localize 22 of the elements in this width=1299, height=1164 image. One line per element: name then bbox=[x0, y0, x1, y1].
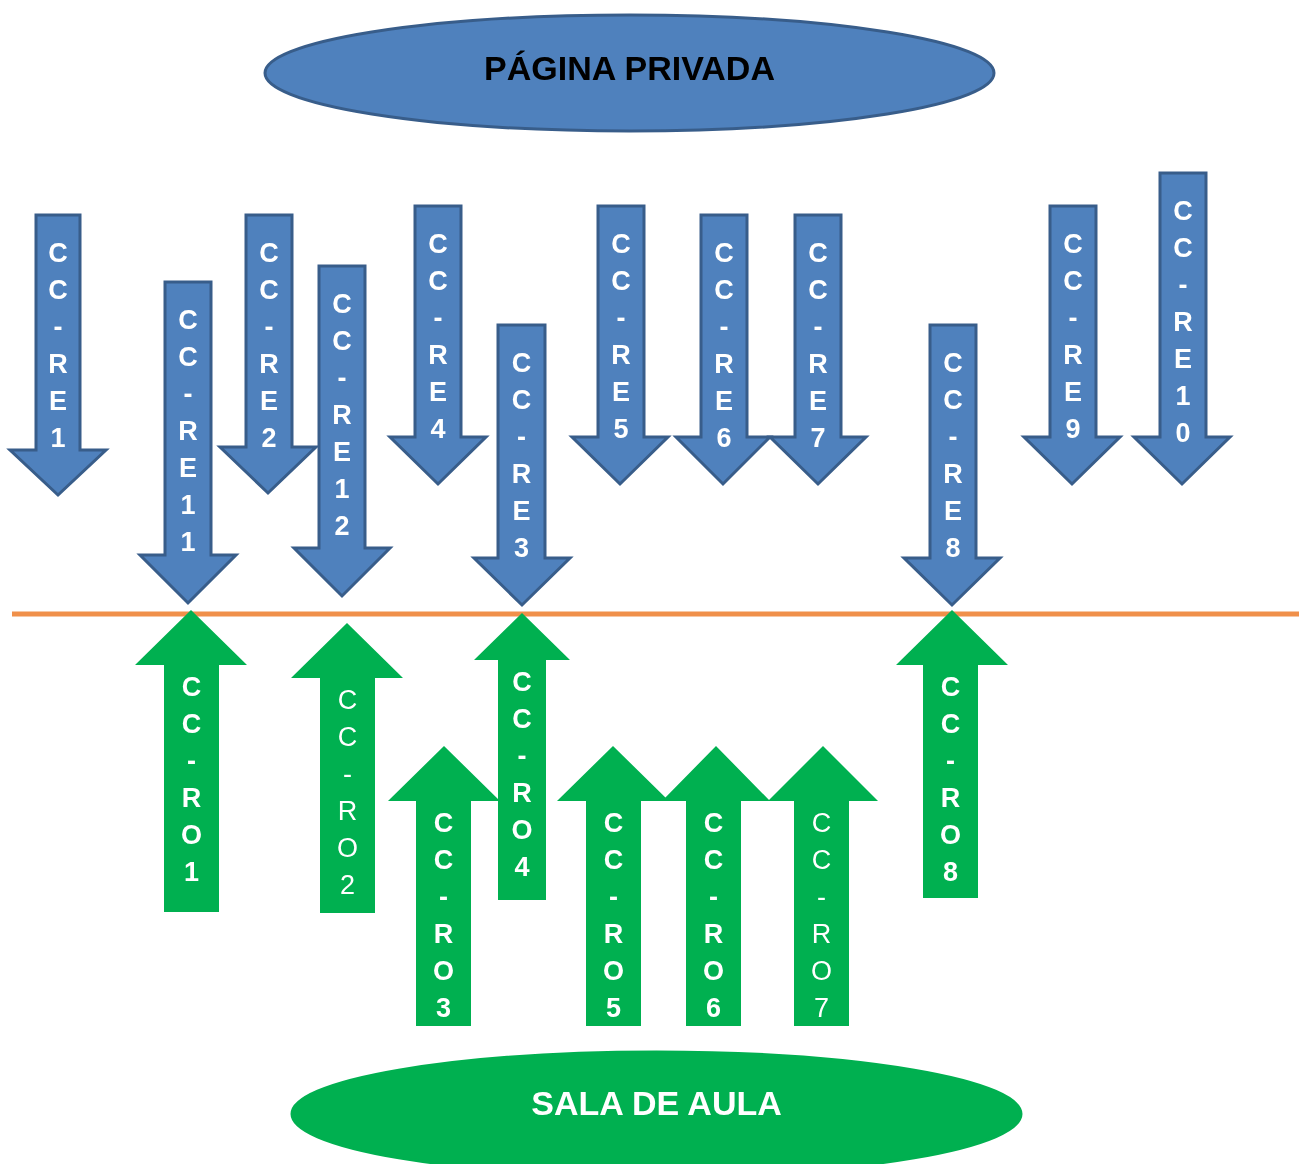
arrow-label: CC-RE4 bbox=[427, 228, 449, 446]
arrow-label: CC-RO8 bbox=[939, 671, 962, 889]
arrow-label: CC-RE7 bbox=[807, 237, 829, 455]
ellipse-label: SALA DE AULA bbox=[530, 1084, 783, 1123]
arrow-label: CC-RE2 bbox=[258, 237, 280, 455]
arrow-label: CC-RO4 bbox=[511, 666, 533, 884]
arrow-label: CC-RE11 bbox=[177, 304, 199, 559]
arrow-label: CC-RE1 bbox=[47, 237, 69, 455]
arrow-label: CC-RO2 bbox=[336, 684, 359, 902]
arrow-label: CC-RE5 bbox=[610, 228, 632, 446]
arrow-label: CC-RO6 bbox=[702, 807, 725, 1025]
arrow-label: CC-RO7 bbox=[810, 807, 833, 1025]
arrow-label: CC-RE3 bbox=[510, 347, 533, 565]
arrow-label: CC-RE10 bbox=[1172, 195, 1194, 450]
arrow-label: CC-RE8 bbox=[942, 347, 964, 565]
arrow-label: CC-RE9 bbox=[1062, 228, 1084, 446]
arrow-label: CC-RO3 bbox=[432, 807, 455, 1025]
arrow-label: CC-RE12 bbox=[331, 288, 353, 543]
arrow-label: CC-RO5 bbox=[602, 807, 625, 1025]
ellipse-label: PÁGINA PRIVADA bbox=[483, 49, 776, 88]
arrow-label: CC-RE6 bbox=[713, 237, 735, 455]
arrow-label: CC-RO1 bbox=[180, 671, 203, 889]
